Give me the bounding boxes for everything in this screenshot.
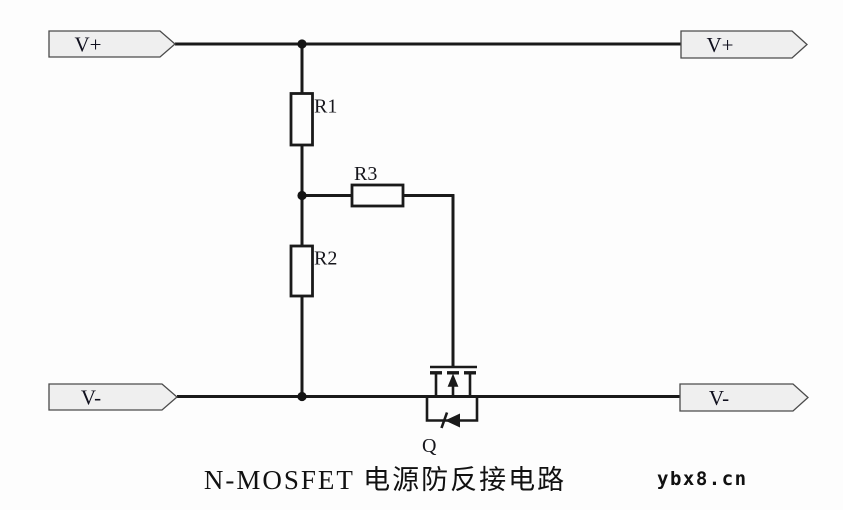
port-top-right-flag bbox=[680, 30, 808, 59]
port-top-right-label: V+ bbox=[706, 33, 733, 57]
resistor-r1-body bbox=[289, 92, 314, 147]
resistor-r1: R1 bbox=[289, 92, 337, 147]
wire-net bbox=[175, 42, 681, 398]
resistor-r1-designator: R1 bbox=[314, 96, 337, 118]
port-bottom-left: V- bbox=[48, 383, 178, 411]
port-bottom-right-flag bbox=[679, 383, 809, 412]
junction-top bbox=[297, 39, 307, 49]
port-bottom-right-label: V- bbox=[709, 386, 729, 410]
resistor-r2: R2 bbox=[289, 244, 337, 298]
port-top-left: V+ bbox=[48, 30, 176, 58]
port-bottom-left-label: V- bbox=[81, 386, 101, 410]
junction-middle bbox=[297, 190, 307, 201]
mosfet-q-designator: Q bbox=[422, 435, 437, 457]
mosfet-body-diode-loop bbox=[425, 396, 479, 422]
body-diode-triangle bbox=[445, 413, 460, 428]
junction-bottom bbox=[297, 391, 307, 402]
mosfet-body-arrow bbox=[447, 373, 459, 387]
port-top-left-flag bbox=[48, 30, 176, 58]
mosfet-q: Q bbox=[422, 365, 479, 457]
port-top-left-label: V+ bbox=[74, 33, 101, 57]
port-bottom-right: V- bbox=[679, 383, 809, 412]
port-top-right: V+ bbox=[680, 30, 808, 59]
watermark: ybx8.cn bbox=[657, 468, 748, 490]
resistor-r3-body bbox=[350, 183, 405, 208]
resistor-r3: R3 bbox=[350, 163, 405, 208]
resistor-r2-designator: R2 bbox=[314, 248, 337, 270]
resistor-r3-designator: R3 bbox=[354, 163, 377, 185]
schematic-title: N-MOSFET 电源防反接电路 bbox=[204, 465, 566, 495]
port-bottom-left-flag bbox=[48, 383, 178, 411]
resistor-r2-body bbox=[289, 244, 314, 298]
body-diode-cathode-bar bbox=[440, 412, 449, 429]
